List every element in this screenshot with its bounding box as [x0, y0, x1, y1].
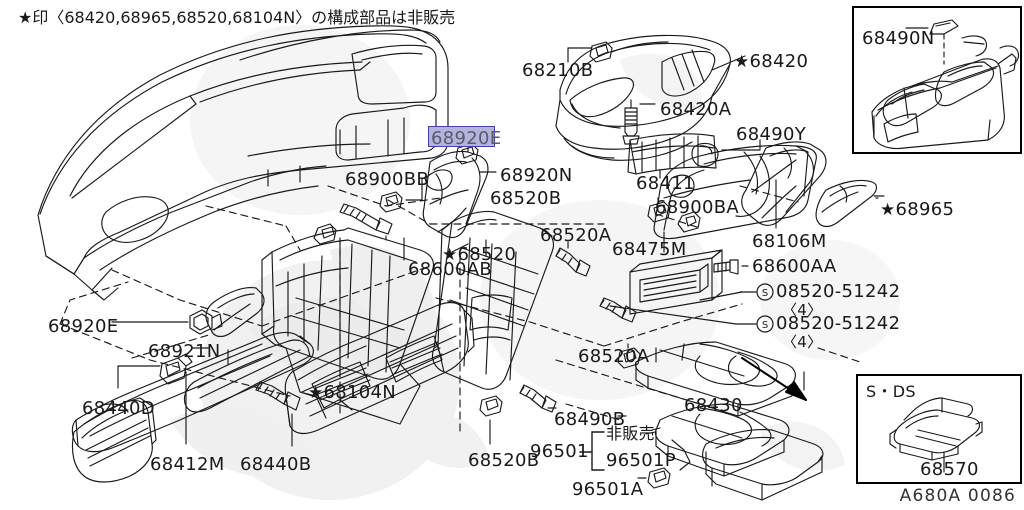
star-icon: ★	[880, 200, 896, 220]
console-68104n	[261, 223, 435, 425]
clip-68520a-lower	[617, 347, 641, 369]
bolt-68600ab	[339, 203, 393, 235]
highlight-box	[428, 126, 495, 147]
screw-68420a	[622, 107, 640, 145]
part-label-68965[interactable]: ★68965	[880, 199, 955, 220]
console-68520	[431, 210, 555, 390]
tray-96501	[702, 429, 824, 501]
part-label-68490b[interactable]: 68490B	[554, 409, 626, 430]
inset-console-box	[852, 6, 1022, 154]
part-label-68412m[interactable]: 68412M	[150, 454, 225, 475]
fastener-part-2[interactable]: 08520-51242	[776, 313, 901, 334]
vent-68921n	[183, 339, 311, 413]
ashtray-96501p	[654, 403, 790, 477]
inset-sds-box	[856, 374, 1022, 484]
inset-sds-title: S・DS	[866, 382, 916, 401]
part-label-68600ab[interactable]: 68600AB	[408, 259, 493, 280]
clip-96501a	[647, 467, 671, 489]
part-label-68104n[interactable]: ★68104N	[308, 382, 397, 403]
highlighted-part-number[interactable]: 68920E	[428, 126, 501, 149]
leader-68900bb	[405, 177, 423, 201]
leader-68440d	[117, 365, 161, 389]
dashboard-panel	[37, 25, 449, 301]
leader-68210b	[567, 47, 593, 63]
part-label-68106m[interactable]: 68106M	[752, 231, 827, 252]
clip-68440d	[159, 353, 193, 385]
part-label-68900bb[interactable]: 68900BB	[345, 169, 430, 190]
screw-fastener-ref	[599, 297, 637, 323]
leader-fastener-1b	[699, 291, 743, 301]
leader-96501a-curve	[671, 439, 691, 471]
part-label-96501p[interactable]: 96501P	[606, 450, 676, 471]
clip-68900bb	[379, 191, 403, 213]
bolt-68520a-upper	[555, 247, 591, 277]
part-label-68420a[interactable]: 68420A	[660, 99, 732, 120]
part-label-68900ba[interactable]: 68900BA	[655, 197, 740, 218]
leader-nonsale	[651, 427, 661, 431]
fastener-symbol-letter-2: S	[762, 320, 768, 331]
part-label-68921n[interactable]: 68921N	[148, 341, 221, 362]
part-label-68600aa[interactable]: 68600AA	[752, 256, 837, 277]
radio-68475m	[629, 249, 723, 315]
panel-68411	[627, 133, 717, 175]
non-sale-note: 非販売	[606, 424, 655, 443]
inset-sds-part[interactable]: 68570	[920, 459, 979, 480]
part-label-68210b[interactable]: 68210B	[522, 60, 594, 81]
highlighted-part-label: 68920E	[431, 128, 502, 149]
bracket-96501	[579, 431, 605, 471]
clip-68490n-part	[929, 19, 959, 35]
fastener-qty-1: 〈4〉	[782, 301, 823, 319]
trim-68965	[815, 179, 878, 228]
part-label-68520a-1[interactable]: 68520A	[540, 225, 612, 246]
bracket-68570	[889, 397, 983, 461]
part-label-68520a-2[interactable]: 68520A	[578, 346, 650, 367]
part-label-68920n[interactable]: 68920N	[500, 165, 573, 186]
fastener-symbols	[756, 283, 774, 333]
star-icon: ★	[308, 383, 324, 403]
part-label-68430[interactable]: 68430	[684, 395, 743, 416]
star-icon: ★	[734, 52, 750, 72]
bolt-68600aa	[713, 259, 739, 275]
fastener-part-1[interactable]: 08520-51242	[776, 281, 901, 302]
fastener-qty-2: 〈4〉	[782, 333, 823, 351]
vent-left-68412m	[71, 397, 157, 483]
part-label-68920e[interactable]: 68920E	[48, 316, 119, 337]
cover-68490b-left	[205, 287, 265, 338]
screw-68490b	[519, 384, 557, 413]
clip-68210b	[589, 41, 613, 63]
screw-68440b	[255, 381, 301, 411]
trim-68490y	[741, 141, 827, 226]
part-label-68440b[interactable]: 68440B	[240, 454, 312, 475]
bracket-68920n	[422, 150, 489, 239]
clip-68520b-lower	[479, 395, 503, 417]
star-icon: ★	[442, 245, 458, 265]
trim-68106m	[653, 144, 817, 240]
header-note: ★印〈68420,68965,68520,68104N〉の構成部品は非販売	[18, 8, 456, 27]
part-label-68520[interactable]: ★68520	[442, 244, 517, 265]
leader-68490y-line	[721, 139, 761, 151]
part-label-68420[interactable]: ★68420	[734, 51, 809, 72]
part-label-68520b-1[interactable]: 68520B	[490, 188, 562, 209]
diagram-code: A680A 0086	[899, 486, 1016, 506]
leader-68420	[711, 55, 746, 71]
part-label-96501a[interactable]: 96501A	[572, 479, 644, 500]
fastener-symbol-letter-1: S	[762, 288, 768, 299]
clip-68900ba	[677, 211, 701, 233]
direction-arrow	[741, 357, 807, 401]
cluster-lid-68420	[555, 34, 731, 161]
part-label-68475m[interactable]: 68475M	[612, 239, 687, 260]
part-label-68411[interactable]: 68411	[636, 173, 695, 194]
part-label-68520b-2[interactable]: 68520B	[468, 450, 540, 471]
console-assembly-68490n	[871, 35, 1020, 150]
part-label-68490y[interactable]: 68490Y	[736, 124, 807, 145]
part-label-68440d[interactable]: 68440D	[82, 398, 155, 419]
leader-68520-arrow	[451, 243, 469, 253]
inset-console-label[interactable]: 68490N	[862, 28, 935, 49]
vent-grille-main	[284, 301, 475, 435]
leader-96501p	[645, 431, 656, 435]
group-label-96501[interactable]: 96501	[530, 441, 589, 462]
clip-68520b-upper	[647, 201, 671, 223]
